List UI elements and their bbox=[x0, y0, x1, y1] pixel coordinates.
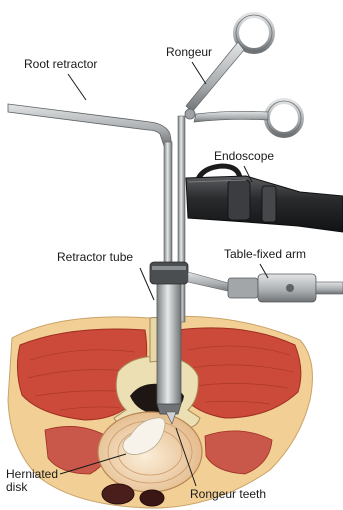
tube-body bbox=[157, 268, 181, 406]
endoscope bbox=[186, 166, 343, 232]
leader-rongeur bbox=[192, 62, 206, 84]
leader-root-retractor bbox=[68, 74, 86, 100]
label-table-fixed-arm: Table-fixed arm bbox=[224, 248, 306, 261]
rongeur-pivot bbox=[185, 109, 195, 119]
label-endoscope: Endoscope bbox=[214, 150, 274, 163]
vena-cava bbox=[140, 490, 164, 506]
tube-collar bbox=[150, 262, 188, 284]
label-root-retractor: Root retractor bbox=[24, 58, 97, 71]
label-retractor-tube: Retractor tube bbox=[57, 251, 133, 264]
label-rongeur: Rongeur bbox=[166, 46, 212, 59]
arm-rod bbox=[316, 282, 343, 294]
root-retractor-handle bbox=[8, 104, 172, 146]
arm-clamp bbox=[228, 278, 258, 298]
label-herniated-disk: Herniated disk bbox=[6, 468, 58, 494]
label-rongeur-teeth: Rongeur teeth bbox=[190, 488, 266, 501]
table-fixed-arm bbox=[188, 272, 343, 302]
rongeur-lower-arm bbox=[194, 111, 268, 122]
arm-link bbox=[188, 272, 232, 292]
aorta bbox=[102, 484, 134, 504]
